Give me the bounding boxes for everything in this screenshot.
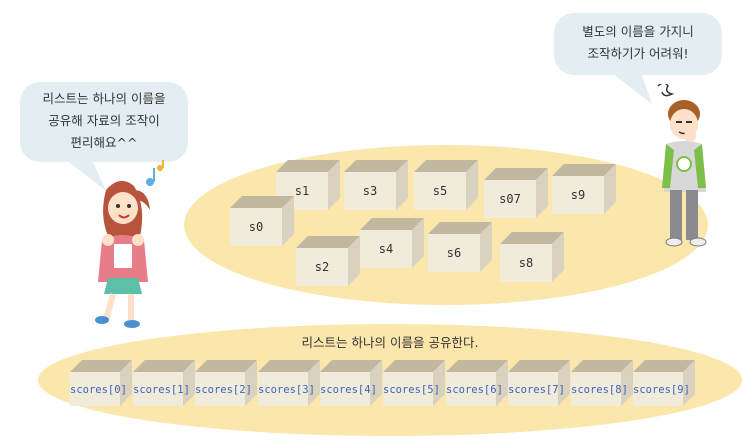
variable-box-label: s2 — [314, 260, 330, 274]
list-cell: scores[9] — [633, 360, 695, 406]
music-note-icon — [146, 160, 164, 186]
bubble-line: 공유해 자료의 조작이 — [48, 113, 160, 128]
variable-box-label: s9 — [570, 188, 586, 202]
list-cell: scores[3] — [258, 360, 320, 406]
list-cell: scores[0] — [70, 360, 132, 406]
list-cell: scores[1] — [133, 360, 195, 406]
list-cell-label: scores[0] — [70, 384, 127, 396]
variable-box-label: s4 — [378, 242, 394, 256]
bubble-line: 리스트는 하나의 이름을 — [42, 91, 166, 106]
list-cell-label: scores[9] — [633, 384, 690, 396]
variable-box: s3 — [344, 160, 408, 210]
speech-bubble-girl: 리스트는 하나의 이름을 공유해 자료의 조작이 편리해요^^ — [20, 82, 188, 162]
bubble-line: 조작하기가 어려워! — [587, 46, 689, 61]
list-cell-label: scores[4] — [320, 384, 377, 396]
list-cell-label: scores[7] — [508, 384, 565, 396]
speech-bubble-boy: 별도의 이름을 가지니 조작하기가 어려워! — [554, 13, 722, 75]
list-cell-label: scores[1] — [133, 384, 190, 396]
variable-box: s8 — [500, 232, 564, 282]
bubble-tail-left — [60, 155, 106, 191]
variable-box-label: s6 — [446, 246, 462, 260]
list-cell: scores[8] — [571, 360, 633, 406]
variable-box: s6 — [428, 222, 492, 272]
list-cell-label: scores[3] — [258, 384, 315, 396]
variable-box: s9 — [552, 164, 616, 214]
list-cell-label: scores[8] — [571, 384, 628, 396]
variable-box-label: s8 — [518, 256, 534, 270]
list-cell-label: scores[5] — [383, 384, 440, 396]
variable-box: s0 — [230, 196, 294, 246]
list-cell-label: scores[6] — [446, 384, 503, 396]
variable-box: s07 — [484, 168, 548, 218]
variable-box: s4 — [360, 218, 424, 268]
variable-box: s2 — [296, 236, 360, 286]
boy-character-illustration — [657, 84, 707, 247]
list-cell: scores[5] — [383, 360, 445, 406]
variable-box-label: s07 — [499, 192, 521, 206]
list-cell: scores[7] — [508, 360, 570, 406]
girl-character-illustration — [95, 160, 164, 328]
variable-box-label: s5 — [432, 184, 448, 198]
bubble-line: 편리해요^^ — [70, 135, 138, 150]
list-cell: scores[6] — [446, 360, 508, 406]
list-caption: 리스트는 하나의 이름을 공유한다. — [301, 335, 479, 350]
variable-box-label: s3 — [362, 184, 378, 198]
variable-box: s5 — [414, 160, 478, 210]
variable-box-label: s0 — [248, 220, 264, 234]
list-cell-label: scores[2] — [195, 384, 252, 396]
bubble-tail-right — [608, 70, 652, 104]
list-cell: scores[4] — [320, 360, 382, 406]
variable-box-label: s1 — [294, 184, 310, 198]
list-cell: scores[2] — [195, 360, 257, 406]
bubble-line: 별도의 이름을 가지니 — [582, 24, 694, 39]
